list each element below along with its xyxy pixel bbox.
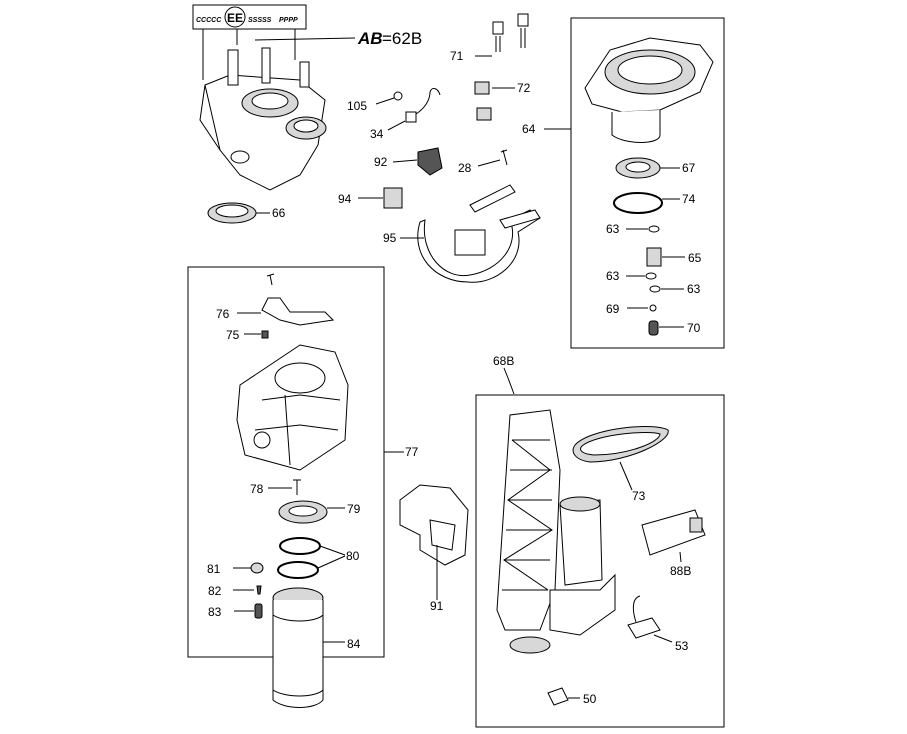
reference-value: =62B — [382, 29, 422, 48]
callout-63-c: 63 — [687, 282, 701, 296]
part-50-clip: 50 — [547, 687, 597, 706]
callout-88b: 88B — [670, 564, 691, 578]
callout-94: 94 — [338, 192, 352, 206]
callout-34: 34 — [370, 127, 384, 141]
part-78-screw: 78 — [250, 479, 301, 496]
header-code-suffix: PPPP — [279, 17, 298, 24]
callout-92: 92 — [374, 155, 388, 169]
callout-50: 50 — [583, 692, 597, 706]
part-65-valve: 65 — [646, 247, 702, 267]
part-79-filter: 79 — [278, 500, 361, 524]
callout-80: 80 — [346, 549, 360, 563]
part-28-screw: 28 — [458, 149, 508, 175]
group-label-68b: 68B — [493, 354, 514, 368]
callout-105: 105 — [347, 99, 367, 113]
callout-84: 84 — [347, 637, 361, 651]
part-88b-board: 88B — [641, 509, 706, 578]
part-95-heating-element: 95 — [383, 184, 541, 283]
part-83-spring: 83 — [208, 603, 263, 619]
part-76-lever: 76 — [216, 273, 335, 326]
callout-72: 72 — [517, 81, 531, 95]
callout-67: 67 — [682, 161, 696, 175]
header-code-box: CCCCC EE SSSSS PPPP — [192, 4, 307, 80]
part-105-clip: 105 — [347, 91, 403, 113]
callout-75: 75 — [226, 328, 240, 342]
callout-65: 65 — [688, 251, 702, 265]
brew-head-assembly — [584, 37, 714, 143]
group-label-77: 77 — [405, 445, 419, 459]
group-label-64: 64 — [522, 122, 536, 136]
callout-66: 66 — [272, 206, 286, 220]
callout-95: 95 — [383, 231, 397, 245]
grinder-column — [496, 409, 616, 654]
callout-53: 53 — [675, 639, 689, 653]
callout-76: 76 — [216, 307, 230, 321]
part-34-sensor: 34 — [370, 87, 441, 141]
part-63-oring-a: 63 — [606, 222, 660, 236]
part-71-pins: 71 — [450, 13, 529, 63]
part-69-washer: 69 — [606, 302, 657, 316]
part-53-sensor: 53 — [627, 595, 689, 653]
part-91-bracket: 91 — [399, 484, 469, 613]
callout-70: 70 — [687, 321, 701, 335]
group-64-frame: 64 — [522, 17, 725, 349]
part-74-seal: 74 — [613, 192, 696, 214]
header-code-middle: SSSSS — [248, 17, 272, 24]
callout-28: 28 — [458, 161, 472, 175]
header-code-prefix: CCCCC — [196, 17, 222, 24]
part-70-spring: 70 — [648, 320, 701, 336]
reference-leader — [254, 37, 356, 41]
reference-code: AB — [357, 29, 383, 48]
callout-71: 71 — [450, 49, 464, 63]
callout-78: 78 — [250, 482, 264, 496]
callout-81: 81 — [207, 562, 221, 576]
part-66-gasket: 66 — [207, 202, 286, 224]
callout-74: 74 — [682, 192, 696, 206]
callout-82: 82 — [208, 584, 222, 598]
part-82-pin: 82 — [208, 584, 262, 598]
callout-63-b: 63 — [606, 269, 620, 283]
group-68b-frame: 68B — [475, 354, 725, 728]
part-81-cap: 81 — [207, 562, 264, 576]
part-73-belt: 73 — [572, 426, 669, 503]
part-94-fuse: 94 — [338, 187, 403, 209]
callout-73: 73 — [632, 489, 646, 503]
boiler-assembly — [199, 47, 327, 191]
callout-79: 79 — [347, 502, 361, 516]
part-67-shower-plate: 67 — [615, 157, 696, 179]
part-75-pin: 75 — [226, 328, 269, 342]
part-63-oring-c: 63 — [649, 282, 701, 296]
part-63-oring-b: 63 — [606, 269, 657, 283]
group-77-frame: 77 — [187, 266, 419, 658]
part-92-thermostat: 92 — [374, 147, 443, 176]
part-84-filter-holder: 84 — [272, 587, 361, 708]
callout-63-a: 63 — [606, 222, 620, 236]
callout-91: 91 — [430, 599, 444, 613]
part-72-clips: 72 — [474, 81, 531, 121]
part-80-seals: 80 — [277, 537, 360, 579]
callout-69: 69 — [606, 302, 620, 316]
header-code-circled: EE — [227, 11, 243, 25]
callout-83: 83 — [208, 605, 222, 619]
brew-unit-body — [236, 344, 349, 471]
